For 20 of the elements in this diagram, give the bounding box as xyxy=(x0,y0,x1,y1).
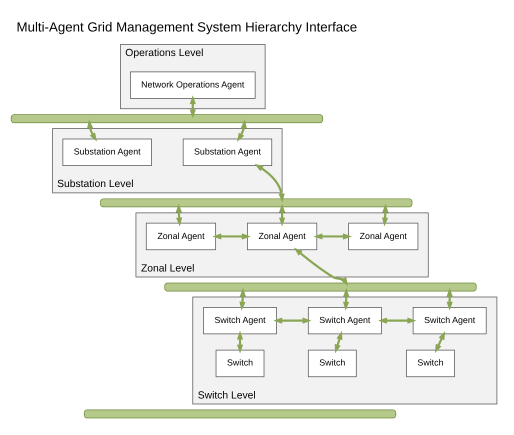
arrow xyxy=(294,247,348,286)
node-box: Switch Agent xyxy=(203,306,277,334)
node-box: Switch xyxy=(406,349,455,377)
arrow xyxy=(254,163,285,202)
arrow xyxy=(273,317,312,324)
node-box: Zonal Agent xyxy=(348,222,418,250)
node-box: Switch xyxy=(216,349,264,377)
node-box: Switch Agent xyxy=(412,306,487,334)
node-box: Network Operations Agent xyxy=(130,70,256,98)
node-box: Zonal Agent xyxy=(247,222,318,250)
node-box: Substation Agent xyxy=(62,138,152,166)
node-box: Substation Agent xyxy=(182,138,272,166)
node-box: Switch xyxy=(308,349,357,377)
arrow xyxy=(212,232,251,240)
arrow xyxy=(314,232,352,240)
arrow xyxy=(434,330,446,353)
diagram-title: Multi-Agent Grid Management System Hierarchy Interface xyxy=(16,19,358,34)
node-box: Zonal Agent xyxy=(146,222,216,250)
node-box: Switch Agent xyxy=(308,306,382,334)
arrow xyxy=(378,317,416,324)
